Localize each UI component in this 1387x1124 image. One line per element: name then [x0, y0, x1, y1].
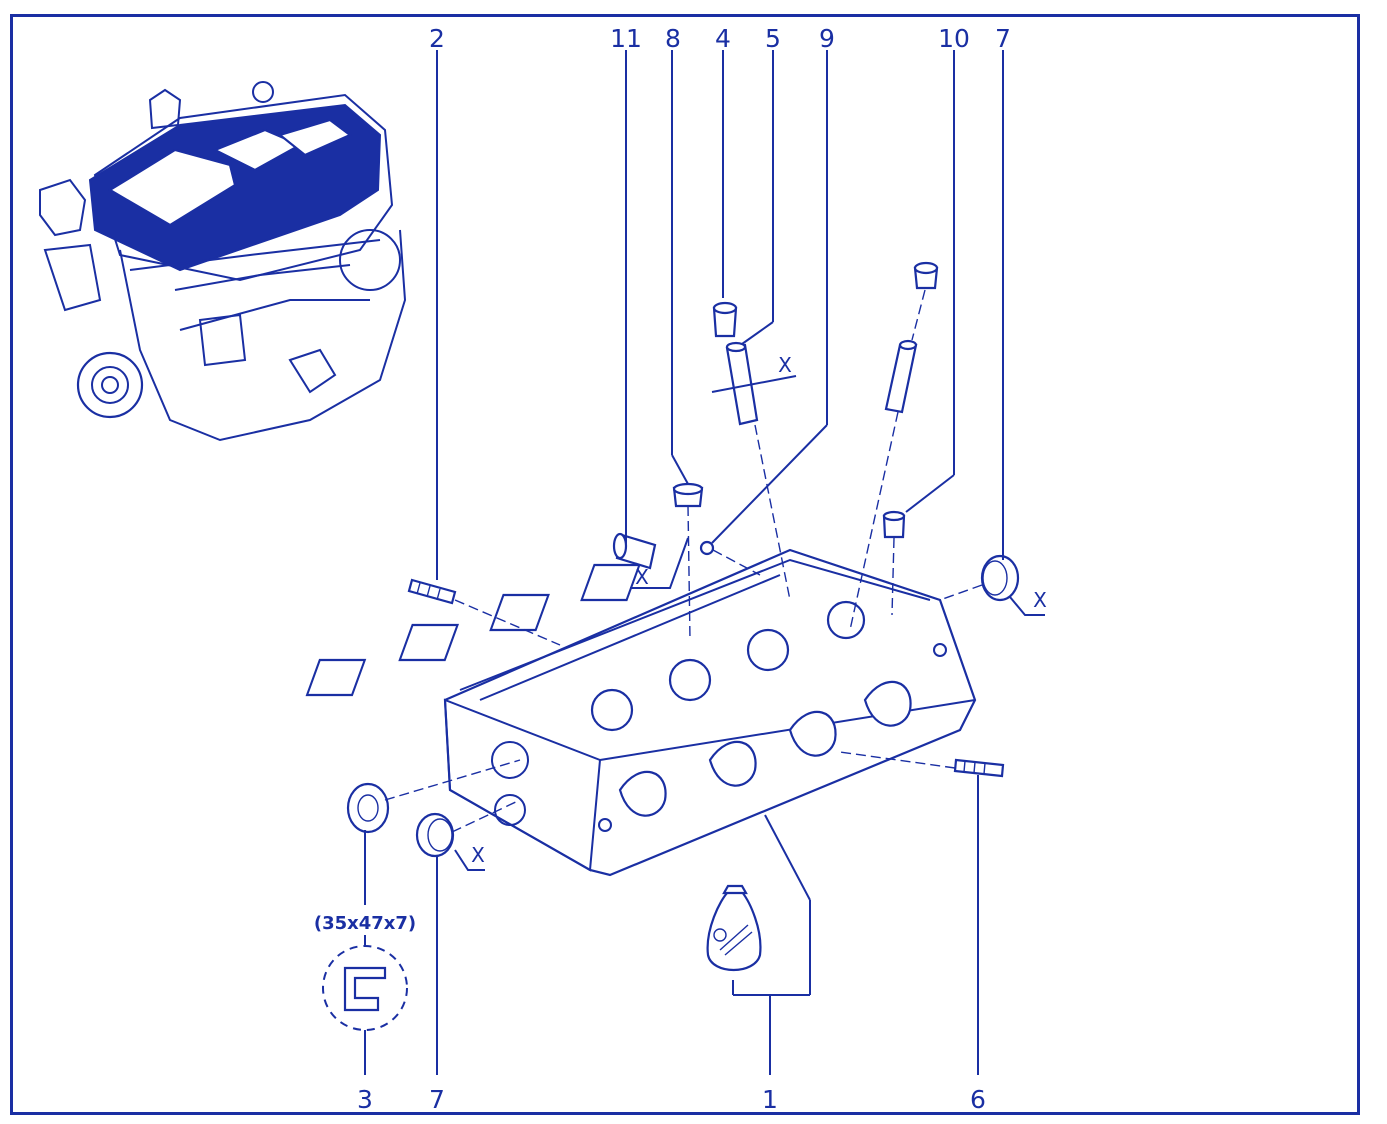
cylinder-head	[305, 548, 977, 877]
valve-guide-right	[884, 339, 918, 414]
seal-size-label: (35x47x7)	[314, 913, 416, 934]
dowel-part-11	[612, 532, 657, 570]
x-marker-plug-11: X	[635, 565, 649, 589]
callout-10: 10	[938, 24, 970, 53]
callout-9: 9	[819, 24, 835, 53]
oil-seal-part-3	[346, 782, 390, 834]
engine-overview-illustration	[39, 81, 407, 442]
x-marker-leaders	[454, 375, 1045, 871]
valve-seal-part-8	[672, 482, 704, 508]
callout-3: 3	[357, 1085, 373, 1114]
callout-1: 1	[762, 1085, 778, 1114]
sleeve-part-10	[882, 510, 906, 539]
diagram-border	[10, 14, 1360, 1115]
callout-4: 4	[715, 24, 731, 53]
stud-part-2	[407, 578, 457, 605]
plug-part-7-right	[980, 554, 1020, 602]
valve-stem-seal-right	[913, 261, 939, 290]
pin-part-9	[699, 540, 715, 556]
callout-11: 11	[610, 24, 642, 53]
seal-section-detail	[322, 945, 408, 1031]
valve-stem-seal-part-4	[712, 301, 738, 338]
x-marker-plug-right: X	[1033, 588, 1047, 612]
gasket-kit-bag-part-1	[706, 884, 762, 972]
callout-2: 2	[429, 24, 445, 53]
plug-part-7-left	[415, 812, 455, 858]
x-marker-valve-guide: X	[778, 353, 792, 377]
callout-6: 6	[970, 1085, 986, 1114]
callout-7-bottom: 7	[429, 1085, 445, 1114]
callout-8: 8	[665, 24, 681, 53]
x-marker-plug-bottom: X	[471, 843, 485, 867]
leader-lines	[364, 50, 1004, 1075]
callout-7-top: 7	[995, 24, 1011, 53]
valve-guide-part-5	[725, 341, 759, 426]
stud-part-6	[953, 758, 1005, 778]
callout-5: 5	[765, 24, 781, 53]
